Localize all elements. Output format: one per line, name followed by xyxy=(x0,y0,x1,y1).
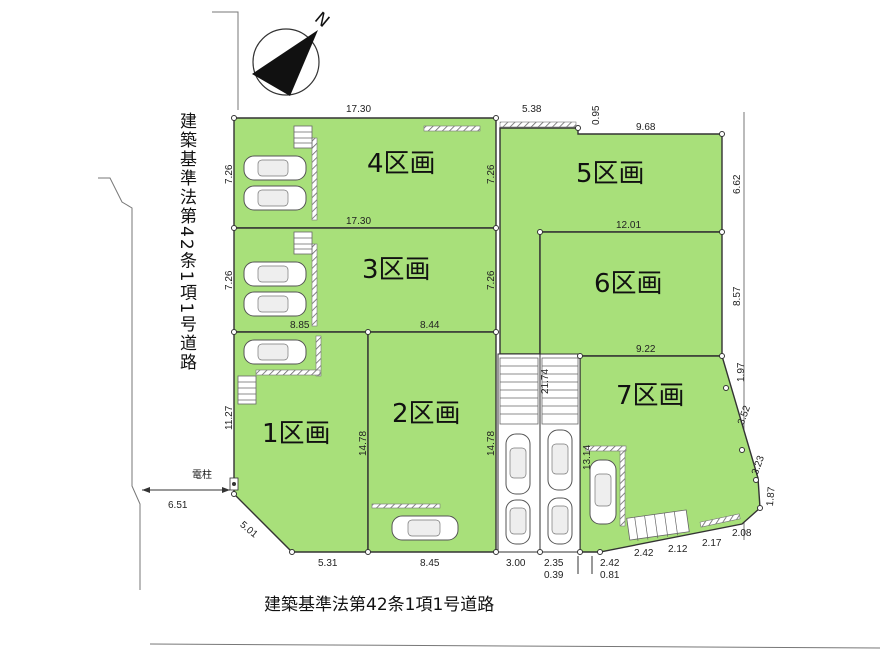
dim-lot7-left: 13.14 xyxy=(582,445,593,470)
wall-lot1-step xyxy=(255,369,321,376)
dim-lot3-left: 7.26 xyxy=(224,270,235,290)
dim-bot-a2: 0.39 xyxy=(544,570,564,581)
road-width-value: 6.51 xyxy=(168,500,188,511)
dim-bot-a: 2.35 xyxy=(544,558,564,569)
dim-bot-f: 2.08 xyxy=(732,528,752,539)
wall-lot3-parking xyxy=(311,243,318,327)
stairs-lot7 xyxy=(626,509,690,541)
dim-lot5-right: 6.62 xyxy=(732,174,743,194)
dim-bot-b: 2.42 xyxy=(600,558,620,569)
car-lot3-a xyxy=(243,261,307,287)
utility-pole-icon xyxy=(229,477,239,491)
lot-7-label: 7区画 xyxy=(616,381,685,411)
road-left-label: 建築基準法第42条1項1号道路 xyxy=(176,112,197,372)
dim-bot-road: 3.00 xyxy=(506,558,526,569)
wall-lot4-top xyxy=(423,125,481,132)
dim-lot2-right: 14.78 xyxy=(486,431,497,456)
survey-points xyxy=(231,115,763,555)
dim-lot1-right: 14.78 xyxy=(358,431,369,456)
car-lot4-a xyxy=(243,155,307,181)
dim-lot1-chamfer: 5.01 xyxy=(237,519,259,540)
lot-3-label: 3区画 xyxy=(362,255,431,285)
wall-lot7-parking xyxy=(619,445,626,527)
stairs-driveway-left xyxy=(499,357,539,425)
dim-mid-43: 17.30 xyxy=(346,216,371,227)
lot-5-label: 5区画 xyxy=(576,159,645,189)
dim-mid-32: 8.44 xyxy=(420,320,440,331)
dim-mid-56: 12.01 xyxy=(616,220,641,231)
car-driveway-1 xyxy=(505,433,531,495)
car-driveway-3 xyxy=(547,429,573,491)
dim-lot7-r4: 1.87 xyxy=(765,486,778,507)
stairs-lot4 xyxy=(293,125,313,149)
road-edge-bottom xyxy=(149,643,880,649)
dim-lot3-right: 7.26 xyxy=(486,270,497,290)
wall-lot2-parking xyxy=(371,503,441,509)
wall-road-top xyxy=(499,121,577,128)
north-arrow-icon: N xyxy=(252,8,333,96)
dim-lot1-left: 11.27 xyxy=(224,405,235,430)
dim-bot-e: 2.17 xyxy=(702,538,722,549)
road-bottom-label: 建築基準法第42条1項1号道路 xyxy=(264,595,494,615)
car-driveway-4 xyxy=(547,497,573,545)
lot-1-label: 1区画 xyxy=(262,419,331,449)
dim-lot7-r1: 1.97 xyxy=(736,362,747,382)
north-letter: N xyxy=(310,8,333,31)
stairs-lot3 xyxy=(293,231,313,255)
lot-4-label: 4区画 xyxy=(367,149,436,179)
dim-bot-b2: 0.81 xyxy=(600,570,620,581)
utility-pole-label: 電柱 xyxy=(192,468,212,481)
dim-top-4: 17.30 xyxy=(346,104,371,115)
dim-mid-67: 9.22 xyxy=(636,344,656,355)
dim-lot4-left: 7.26 xyxy=(224,164,235,184)
car-driveway-2 xyxy=(505,499,531,545)
road-edge-left xyxy=(98,177,141,590)
stairs-lot1 xyxy=(237,375,257,405)
dim-top-step: 0.95 xyxy=(591,105,602,125)
dim-mid-31-left: 8.85 xyxy=(290,320,310,331)
car-lot3-b xyxy=(243,291,307,317)
dim-bot-1: 5.31 xyxy=(318,558,338,569)
wall-lot4-parking xyxy=(311,137,318,221)
dim-lot6-right: 8.57 xyxy=(732,286,743,306)
dim-top-road: 5.38 xyxy=(522,104,542,115)
wall-lot7-step xyxy=(585,445,627,452)
road-width-dimension xyxy=(142,487,230,493)
car-lot4-b xyxy=(243,185,307,211)
wall-lot1-parking xyxy=(315,335,322,377)
dim-road-len: 21.74 xyxy=(540,369,551,394)
dim-lot7-r2: 3.52 xyxy=(736,404,753,426)
lot-2-label: 2区画 xyxy=(392,399,461,429)
dim-top-5: 9.68 xyxy=(636,122,656,133)
car-lot2 xyxy=(391,515,459,541)
lot-1[interactable] xyxy=(233,331,369,553)
lot-6-label: 6区画 xyxy=(594,269,663,299)
neighbor-boundary-left xyxy=(212,11,239,110)
stairs-driveway-right xyxy=(541,357,579,425)
dim-lot4-right: 7.26 xyxy=(486,164,497,184)
dim-bot-2: 8.45 xyxy=(420,558,440,569)
dim-bot-c: 2.42 xyxy=(634,548,654,559)
dim-bot-d: 2.12 xyxy=(668,544,688,555)
car-lot1 xyxy=(243,339,307,365)
car-lot7 xyxy=(589,459,617,525)
wall-lot7-bottom xyxy=(699,513,741,528)
